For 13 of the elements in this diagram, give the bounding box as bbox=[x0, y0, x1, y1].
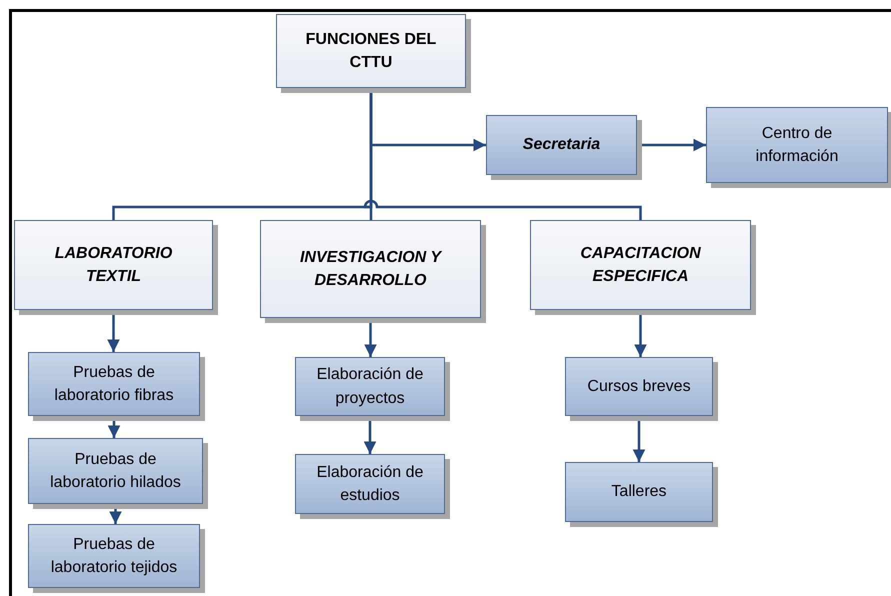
box-label: LABORATORIO TEXTIL bbox=[54, 244, 174, 287]
box-label: INVESTIGACION Y DESARROLLO bbox=[298, 248, 443, 291]
box-label: Secretaria bbox=[522, 135, 600, 156]
box-label: CAPACITACION ESPECIFICA bbox=[579, 244, 702, 287]
box-label: FUNCIONES DEL CTTU bbox=[304, 30, 438, 73]
box-label: Centro de información bbox=[754, 124, 840, 167]
box-label: Pruebas de laboratorio hilados bbox=[49, 450, 182, 493]
box-label: Talleres bbox=[611, 482, 667, 502]
box-label: Elaboración de estudios bbox=[316, 462, 424, 506]
box-label: Pruebas de laboratorio fibras bbox=[53, 362, 175, 406]
box-label: Elaboración de proyectos bbox=[316, 365, 424, 408]
box-label: Pruebas de laboratorio tejidos bbox=[50, 534, 178, 578]
box-label: Cursos breves bbox=[587, 376, 691, 397]
